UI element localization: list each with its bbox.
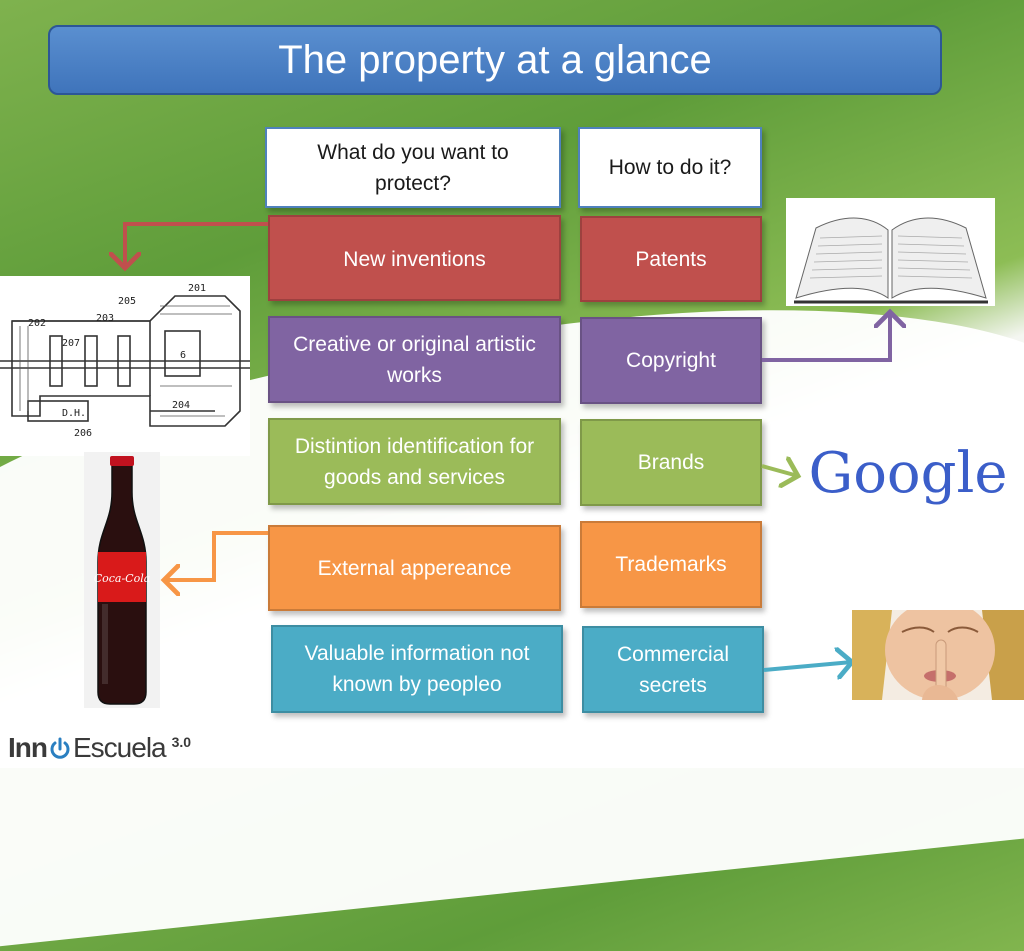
box-brands: Brands [580,419,762,506]
slide-title: The property at a glance [48,25,942,95]
patent-label-202: 202 [28,318,46,329]
arrow-secrets-to-person [763,662,852,670]
box-copyright: Copyright [580,317,762,404]
box-patents: Patents [580,216,762,302]
patent-label-6: 6 [180,350,186,361]
patent-label-206: 206 [74,428,92,439]
coca-cola-bottle-image: Coca-Cola [84,452,160,708]
power-icon [50,737,70,759]
box-valuable-information: Valuable information not known by people… [271,625,563,713]
innoescuela-logo: Inn Escuela 3.0 [8,732,191,766]
header-what-to-protect: What do you want to protect? [265,127,561,208]
patent-drawing-image: 201 202 203 205 207 6 204 206 D.H. [0,276,250,456]
box-creative-works: Creative or original artistic works [268,316,561,403]
shushing-person-image [852,610,1024,700]
patent-label-203: 203 [96,313,114,324]
logo-text-inn: Inn [8,732,48,763]
connector-arrows [0,222,1024,768]
arrow-brands-to-logo [761,466,798,476]
logo-text-escuela: Escuela [73,732,167,763]
arrow-appearance-to-bottle [164,531,268,580]
google-logo-text: Google [808,441,1007,506]
box-external-appearance: External appereance [268,525,561,611]
logo-version: 3.0 [171,734,192,750]
patent-label-201: 201 [188,283,206,294]
header-how-to-do-it: How to do it? [578,127,762,208]
patent-label-207: 207 [62,338,80,349]
arrow-inventions-to-drawing [125,222,268,268]
patent-label-dh: D.H. [62,408,86,419]
patent-label-204: 204 [172,400,190,411]
box-trademarks: Trademarks [580,521,762,608]
arrow-copyright-to-book [762,312,890,362]
open-book-image [786,198,995,306]
box-new-inventions: New inventions [268,215,561,301]
google-logo-image: Google [802,432,1014,514]
box-commercial-secrets: Commercial secrets [582,626,764,713]
patent-label-205: 205 [118,296,136,307]
box-distinction-identification: Distintion identification for goods and … [268,418,561,505]
bottle-label-text: Coca-Cola [94,572,151,585]
